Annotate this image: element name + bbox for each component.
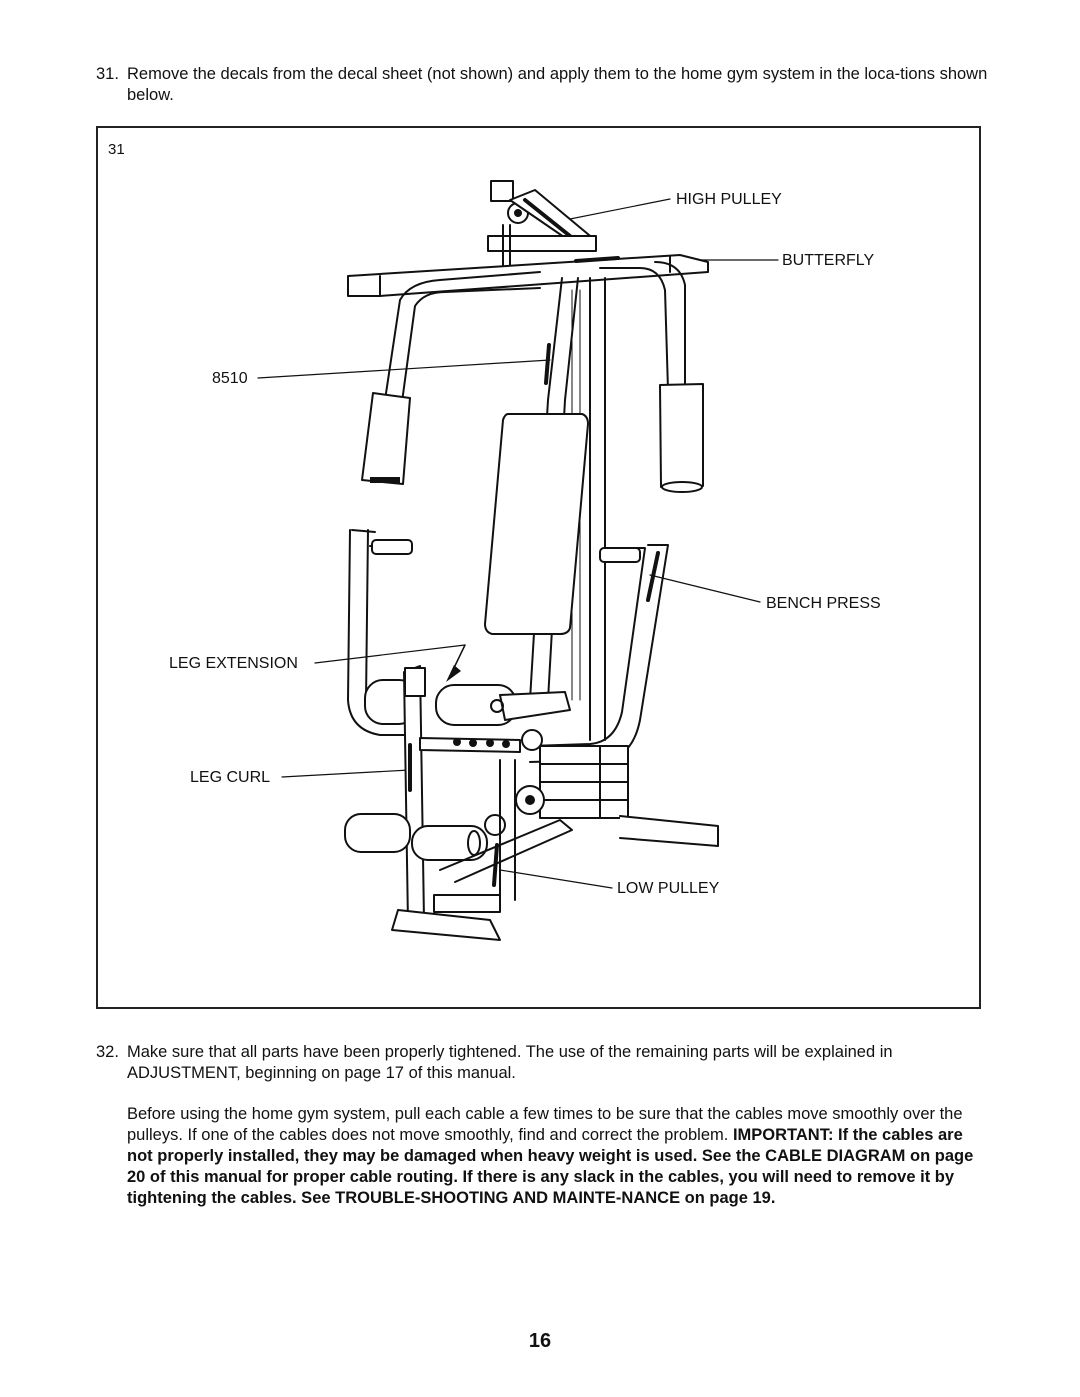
top-crossbar <box>347 254 709 297</box>
label-leg-extension: LEG EXTENSION <box>169 655 298 672</box>
label-high-pulley: HIGH PULLEY <box>676 191 782 208</box>
paragraph-text: Before using the home gym system, pull e… <box>127 1105 963 1144</box>
label-low-pulley: LOW PULLEY <box>617 880 720 897</box>
label-model-decal: 8510 <box>212 370 248 387</box>
high-pulley-assembly <box>487 180 597 269</box>
step-32: 32. Make sure that all parts have been p… <box>96 1042 991 1084</box>
step-number: 32. <box>96 1043 119 1061</box>
arrow-head <box>446 665 461 682</box>
leader-lines <box>257 198 779 889</box>
front-base <box>391 759 573 941</box>
leg-extension-unit <box>364 665 571 925</box>
step-number: 31. <box>96 65 119 83</box>
label-butterfly: BUTTERFLY <box>782 252 875 269</box>
butterfly-arms <box>361 261 704 493</box>
figure-frame <box>96 126 981 1009</box>
step-text: Make sure that all parts have been prope… <box>127 1043 893 1082</box>
figure-number: 31 <box>108 141 125 158</box>
label-bench-press: BENCH PRESS <box>766 595 881 612</box>
step-text: Remove the decals from the decal sheet (… <box>127 65 988 104</box>
label-leg-curl: LEG CURL <box>190 769 271 786</box>
step-31: 31. Remove the decals from the decal she… <box>96 64 991 106</box>
cable-check-paragraph: Before using the home gym system, pull e… <box>127 1104 989 1209</box>
backrest <box>484 413 589 635</box>
weight-stack <box>539 745 629 819</box>
rear-base <box>619 815 719 847</box>
page-number: 16 <box>528 1330 552 1352</box>
leg-curl-pads <box>344 813 488 861</box>
important-note: IMPORTANT: If the cables are not properl… <box>127 1126 974 1207</box>
